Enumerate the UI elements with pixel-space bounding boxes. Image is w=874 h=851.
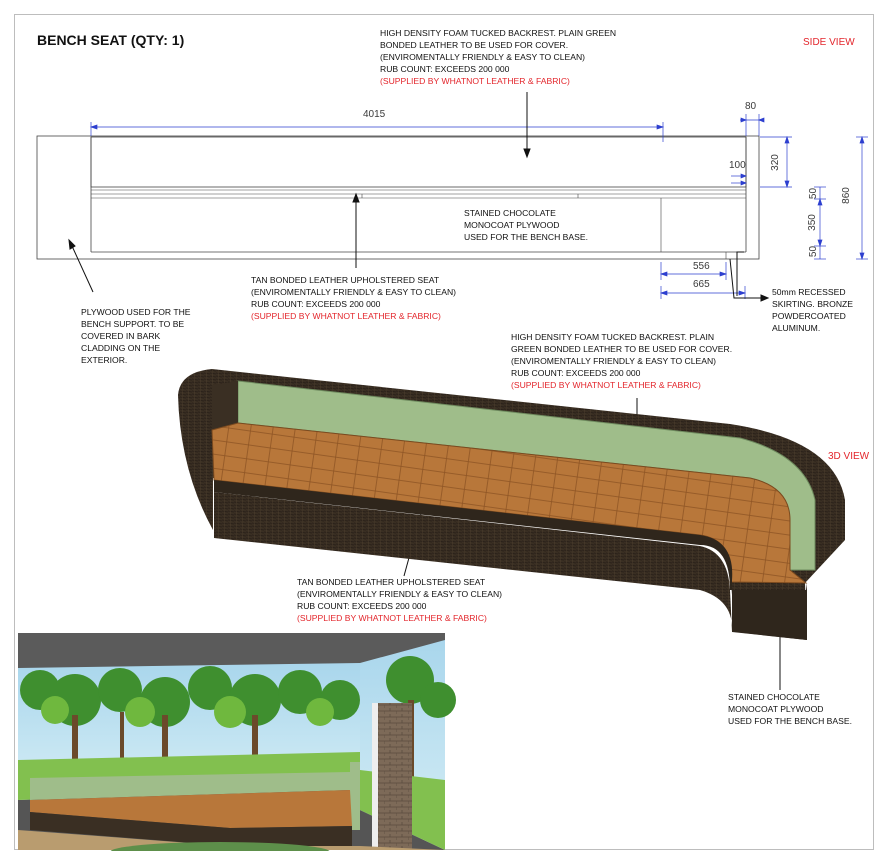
dim-556-line [659, 262, 728, 280]
bench-base-3d [214, 492, 733, 632]
dim-320-line [760, 135, 792, 189]
3d-view-label: 3D VIEW [828, 451, 870, 462]
room-bench-base [30, 812, 352, 846]
dim-860-line [856, 135, 868, 261]
room-bench-seat [30, 790, 352, 828]
dim-665-label: 665 [693, 279, 710, 290]
room-bench-backrest [30, 772, 350, 800]
dim-80-line [740, 114, 765, 136]
seat-front-edge [214, 480, 807, 640]
dim-556-label: 556 [693, 261, 710, 272]
leader-plywood [71, 245, 94, 293]
dim-80-label: 80 [745, 101, 757, 112]
bench-outline [36, 135, 760, 260]
room-floor [18, 830, 445, 850]
dim-665-line [659, 286, 747, 299]
leader-skirting [736, 251, 744, 296]
dim-base-stack-line [814, 186, 826, 260]
brick-column [372, 703, 412, 850]
backrest-end-cap [212, 381, 238, 430]
side-view-label: SIDE VIEW [803, 37, 855, 48]
dim-4015-line [89, 122, 665, 142]
dim-4015-label: 4015 [363, 109, 386, 120]
dim-100-line [731, 173, 747, 186]
drawing-title: BENCH SEAT (QTY: 1) [37, 32, 185, 48]
dim-100-label: 100 [729, 160, 746, 171]
